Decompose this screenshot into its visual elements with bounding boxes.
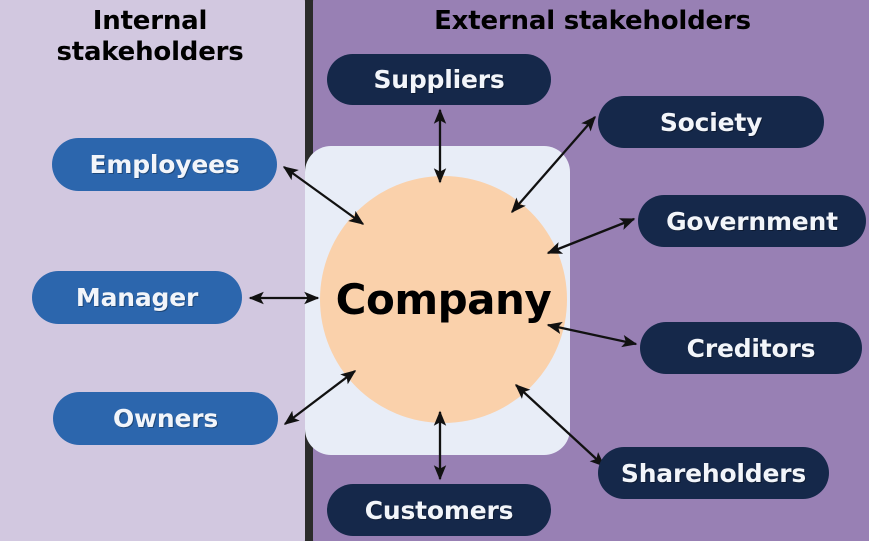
- stakeholder-pill-suppliers-label: Suppliers: [373, 65, 505, 94]
- stakeholder-pill-owners-label: Owners: [112, 404, 219, 433]
- stakeholder-pill-manager[interactable]: Manager: [32, 271, 242, 324]
- stakeholder-pill-suppliers[interactable]: Suppliers: [327, 54, 551, 105]
- stakeholder-pill-society[interactable]: Society: [598, 96, 824, 148]
- stakeholder-pill-creditors[interactable]: Creditors: [640, 322, 862, 374]
- external-panel-title: External stakeholders: [434, 6, 751, 36]
- stakeholder-pill-owners[interactable]: Owners: [53, 392, 278, 445]
- stakeholder-pill-customers[interactable]: Customers: [327, 484, 551, 536]
- internal-panel-title-line1: Internal: [92, 6, 208, 36]
- stakeholder-pill-shareholders-label: Shareholders: [620, 458, 807, 488]
- stakeholder-pill-employees[interactable]: Employees: [52, 138, 277, 191]
- internal-panel-title: Internal stakeholders: [6, 6, 294, 67]
- stakeholder-pill-creditors-label: Creditors: [686, 333, 816, 363]
- stakeholder-pill-government[interactable]: Government: [638, 195, 866, 247]
- stakeholder-pill-shareholders[interactable]: Shareholders: [598, 447, 829, 499]
- company-label: Company: [335, 275, 552, 324]
- stakeholder-pill-society-label: Society: [659, 107, 763, 137]
- stakeholder-pill-manager-label: Manager: [75, 283, 199, 312]
- stakeholder-pill-government-label: Government: [666, 206, 838, 236]
- internal-panel-title-line2: stakeholders: [56, 36, 244, 67]
- stakeholder-pill-customers-label: Customers: [364, 495, 514, 525]
- stakeholder-pill-employees-label: Employees: [89, 150, 240, 179]
- internal-stakeholders-panel: [0, 0, 305, 541]
